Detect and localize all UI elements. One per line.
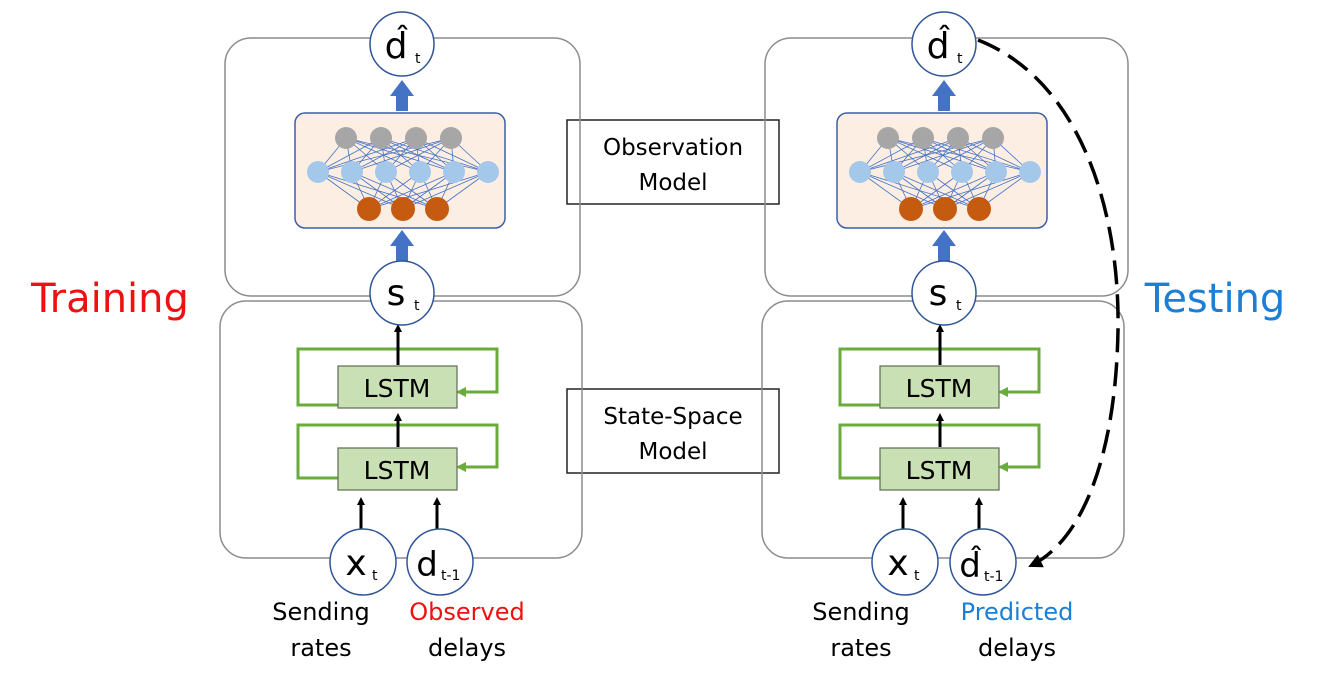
training-node-d-prev-main: d bbox=[416, 545, 438, 585]
training-nn-output-node-3 bbox=[440, 127, 462, 149]
training-nn-hidden-node-1 bbox=[341, 161, 363, 183]
testing-nn-hidden-node-4 bbox=[985, 161, 1007, 183]
training-lstm-upper: LSTM bbox=[296, 347, 499, 409]
testing-nn-input-node-0 bbox=[899, 197, 923, 221]
testing-caption-rates-line1: Sending bbox=[812, 598, 910, 626]
training-up-arrow-top bbox=[390, 80, 414, 111]
training-nn-output-node-1 bbox=[370, 127, 392, 149]
testing-label: Testing bbox=[1144, 276, 1286, 322]
training-nn-hidden-node-2 bbox=[375, 161, 397, 183]
training-node-x: x t bbox=[329, 528, 397, 596]
training-nn-input-node-0 bbox=[357, 197, 381, 221]
testing-node-s-sub: t bbox=[956, 298, 962, 314]
training-nn-hidden-node-0 bbox=[307, 161, 329, 183]
testing-node-d-hat-prev-sub: t-1 bbox=[984, 569, 1003, 585]
training-lstm-upper-label: LSTM bbox=[364, 374, 431, 403]
training-node-d-hat: d̂ t bbox=[369, 11, 435, 77]
state-space-model-line2: Model bbox=[638, 439, 707, 465]
testing-caption-rates-line2: rates bbox=[830, 634, 891, 662]
observation-model-line2: Model bbox=[638, 170, 707, 196]
training-node-d-prev-sub: t-1 bbox=[441, 568, 460, 584]
testing-node-d-hat-prev: d̂ t-1 bbox=[949, 528, 1017, 596]
training-state-panel bbox=[219, 300, 583, 559]
training-panel: LSTM LSTM d̂ t s t x t d bbox=[219, 11, 583, 662]
state-space-model-line1: State-Space bbox=[603, 404, 742, 430]
testing-node-x: x t bbox=[871, 528, 939, 596]
training-node-d-prev: d t-1 bbox=[406, 528, 474, 596]
testing-node-d-hat-prev-main: d̂ bbox=[959, 545, 981, 586]
testing-nn-hidden-node-0 bbox=[849, 161, 871, 183]
training-caption-delays-line2: delays bbox=[428, 634, 506, 662]
testing-nn-hidden-node-1 bbox=[883, 161, 905, 183]
testing-lstm-upper-label: LSTM bbox=[906, 374, 973, 403]
testing-node-s-main: s bbox=[929, 273, 948, 314]
testing-lstm-lower: LSTM bbox=[838, 423, 1041, 491]
testing-nn-hidden-node-3 bbox=[951, 161, 973, 183]
testing-nn-output-node-0 bbox=[877, 127, 899, 149]
testing-state-panel bbox=[761, 300, 1125, 559]
testing-nn-input-node-1 bbox=[933, 197, 957, 221]
testing-caption-delays-line1: Predicted bbox=[961, 598, 1074, 626]
testing-up-arrow-top bbox=[932, 80, 956, 111]
training-caption-rates-line2: rates bbox=[290, 634, 351, 662]
training-up-arrow-bottom bbox=[390, 230, 414, 262]
testing-nn-output-node-1 bbox=[912, 127, 934, 149]
testing-node-d-hat-sub: t bbox=[957, 51, 963, 67]
training-node-x-main: x bbox=[345, 543, 366, 584]
training-caption-rates-line1: Sending bbox=[272, 598, 370, 626]
state-space-model-box: State-Space Model bbox=[566, 388, 780, 474]
training-node-s-main: s bbox=[387, 273, 406, 314]
testing-node-x-main: x bbox=[887, 543, 908, 584]
training-nn-hidden-node-3 bbox=[409, 161, 431, 183]
testing-nn-hidden-node-2 bbox=[917, 161, 939, 183]
training-neural-network bbox=[294, 112, 506, 229]
testing-nn-output-node-2 bbox=[947, 127, 969, 149]
testing-up-arrow-bottom bbox=[932, 230, 956, 262]
training-nn-output-node-2 bbox=[405, 127, 427, 149]
testing-panel: LSTM LSTM d̂ t s t x t d̂ t-1 bbox=[761, 11, 1129, 662]
training-nn-hidden-node-5 bbox=[477, 161, 499, 183]
observation-model-line1: Observation bbox=[603, 135, 743, 161]
training-node-s-sub: t bbox=[414, 298, 420, 314]
training-node-x-sub: t bbox=[372, 568, 378, 584]
training-nn-output-node-0 bbox=[335, 127, 357, 149]
testing-nn-input-node-2 bbox=[967, 197, 991, 221]
training-node-d-hat-main: d̂ bbox=[385, 24, 409, 67]
training-nn-input-node-2 bbox=[425, 197, 449, 221]
testing-nn-output-node-3 bbox=[982, 127, 1004, 149]
testing-caption-delays-line2: delays bbox=[978, 634, 1056, 662]
observation-model-box: Observation Model bbox=[566, 119, 780, 205]
training-lstm-lower-label: LSTM bbox=[364, 456, 431, 485]
training-nn-hidden-node-4 bbox=[443, 161, 465, 183]
testing-lstm-lower-label: LSTM bbox=[906, 456, 973, 485]
training-node-s: s t bbox=[369, 260, 435, 326]
testing-node-d-hat: d̂ t bbox=[911, 11, 977, 77]
testing-node-s: s t bbox=[911, 260, 977, 326]
training-label: Training bbox=[30, 276, 189, 322]
testing-nn-hidden-node-5 bbox=[1019, 161, 1041, 183]
training-nn-input-node-1 bbox=[391, 197, 415, 221]
training-caption-delays-line1: Observed bbox=[409, 598, 524, 626]
testing-node-d-hat-main: d̂ bbox=[927, 24, 951, 67]
testing-neural-network bbox=[836, 112, 1048, 229]
training-node-d-hat-sub: t bbox=[415, 51, 421, 67]
testing-node-x-sub: t bbox=[914, 568, 920, 584]
